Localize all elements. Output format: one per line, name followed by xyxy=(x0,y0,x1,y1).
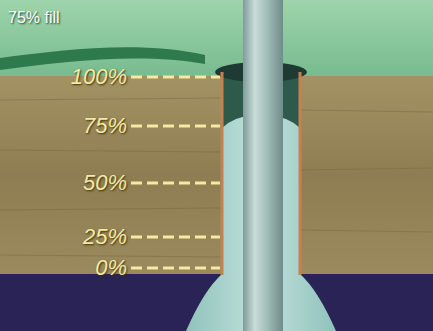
board-right xyxy=(300,76,433,274)
fill-level-label: 75% xyxy=(83,115,127,137)
board-left xyxy=(0,76,222,274)
component-lead xyxy=(243,0,283,331)
fill-title: 75% fill xyxy=(8,10,60,26)
copper-barrel xyxy=(299,72,302,275)
board-top xyxy=(0,0,433,82)
fill-level-label: 50% xyxy=(83,172,127,194)
fill-level-label: 25% xyxy=(83,226,127,248)
fill-level-label: 0% xyxy=(95,257,127,279)
copper-barrel xyxy=(221,72,224,275)
fill-level-label: 100% xyxy=(71,66,127,88)
level-dashes xyxy=(131,77,220,268)
wood-grain xyxy=(0,98,433,257)
